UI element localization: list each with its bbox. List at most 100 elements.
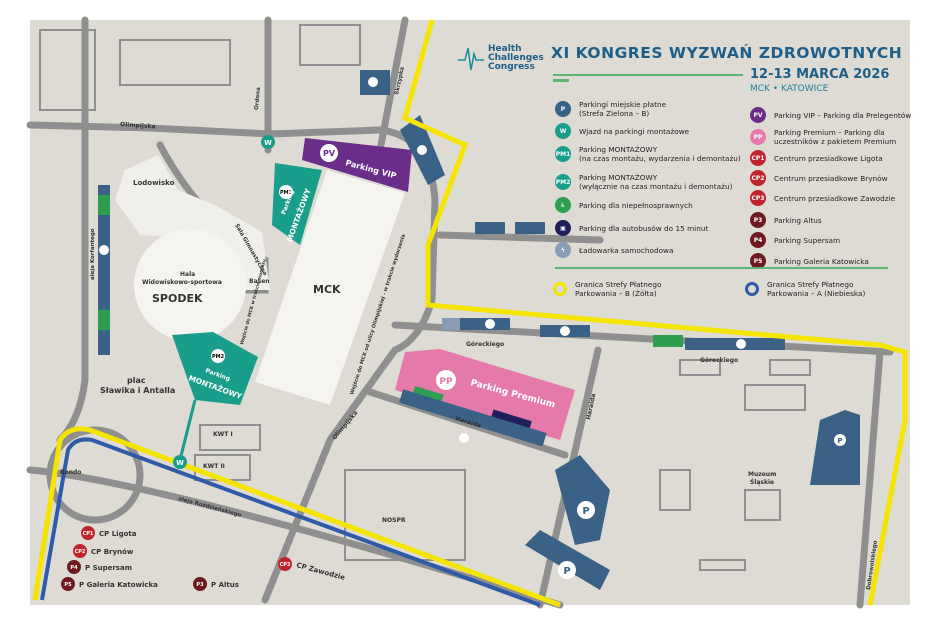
- svg-text:PV: PV: [323, 149, 336, 158]
- svg-text:Śląskie: Śląskie: [750, 479, 774, 486]
- legend-badge-icon: PM1: [555, 146, 571, 162]
- pm2-parking[interactable]: [172, 332, 258, 405]
- transfer-badge-icon: [73, 544, 87, 558]
- premium-parking[interactable]: [395, 349, 575, 440]
- zone-b-boundary: [402, 19, 908, 606]
- transfer-p5[interactable]: P5 P Galeria Katowicka: [61, 577, 158, 591]
- svg-text:SPODEK: SPODEK: [152, 292, 203, 305]
- svg-text:Góreckiego: Góreckiego: [700, 357, 738, 364]
- svg-text:W: W: [176, 459, 184, 467]
- legend-item: P4 Parking Supersam: [750, 232, 840, 248]
- legend-sublabel: (wyłącznie na czas montażu i demontażu): [579, 182, 733, 191]
- page-title: XI KONGRES WYZWAŃ ZDROWOTNYCH: [551, 44, 903, 62]
- svg-text:CP1: CP1: [83, 531, 94, 537]
- legend-label: Parking Altus: [774, 215, 822, 225]
- svg-text:Muzeum: Muzeum: [748, 471, 776, 478]
- svg-text:PP: PP: [439, 377, 453, 387]
- legend-item: W Wjazd na parkingi montażowe: [555, 123, 689, 139]
- event-place: MCK • KATOWICE: [750, 84, 829, 94]
- legend-badge-icon: ▣: [555, 220, 571, 236]
- svg-text:KWT I: KWT I: [213, 431, 233, 438]
- transfer-badge-icon: [278, 557, 292, 571]
- legend-sublabel: (Strefa Zielona – B): [579, 109, 650, 118]
- lodowisko-building: [115, 155, 270, 290]
- heartbeat-icon: [458, 47, 484, 71]
- svg-text:Rondo: Rondo: [60, 469, 81, 476]
- legend-label: Wjazd na parkingi montażowe: [579, 126, 690, 136]
- svg-text:P5: P5: [64, 582, 72, 588]
- legend-badge-icon: W: [555, 123, 571, 139]
- legend-badge-icon: PP: [750, 129, 766, 145]
- legend-item: P3 Parking Altus: [750, 212, 822, 228]
- legend-label: Parking Galeria Katowicka: [774, 256, 869, 266]
- transfer-badge-icon: [61, 577, 75, 591]
- transfer-p4[interactable]: P4 P Supersam: [67, 560, 132, 574]
- svg-text:Hala: Hala: [180, 271, 195, 278]
- svg-text:Góreckiego: Góreckiego: [466, 341, 504, 348]
- transfer-cp1[interactable]: CP1 CP Ligota: [81, 526, 137, 540]
- legend-label: Parking dla autobusów do 15 minut: [579, 223, 709, 233]
- svg-text:P Supersam: P Supersam: [85, 564, 132, 572]
- legend-item: ▣ Parking dla autobusów do 15 minut: [555, 220, 708, 236]
- legend-label: Parking MONTAŻOWY: [579, 145, 658, 154]
- svg-text:P4: P4: [70, 565, 78, 571]
- transfer-badge-icon: [81, 526, 95, 540]
- legend-label: Parkingi miejskie płatne: [579, 100, 667, 109]
- legend-badge-icon: P5: [750, 253, 766, 269]
- legend-badge-icon: PM2: [555, 174, 571, 190]
- transfer-badge-icon: [67, 560, 81, 574]
- svg-text:Sławika i Antalla: Sławika i Antalla: [100, 386, 175, 395]
- legend-label: Parking dla niepełnosprawnych: [579, 200, 693, 210]
- legend-label: Centrum przesiadkowe Brynów: [774, 173, 888, 183]
- legend-badge-icon: P: [555, 101, 571, 117]
- zone-ring-icon: [553, 282, 567, 296]
- svg-text:Ordona: Ordona: [254, 87, 262, 110]
- svg-text:CP Ligota: CP Ligota: [99, 530, 137, 538]
- svg-text:MCK: MCK: [313, 283, 341, 296]
- buildings: [39, 24, 811, 571]
- pm1-parking[interactable]: [272, 163, 322, 245]
- legend-item: P5 Parking Galeria Katowicka: [750, 253, 869, 269]
- svg-text:Skrzypka: Skrzypka: [394, 66, 406, 95]
- legend-item: PV Parking VIP – Parking dla Prelegentów: [750, 107, 911, 123]
- svg-text:CP2: CP2: [75, 549, 86, 555]
- svg-text:P Altus: P Altus: [211, 581, 239, 589]
- legend-sublabel: uczestników z pakietem Premium: [774, 137, 897, 146]
- city-parking-lots[interactable]: [98, 70, 860, 590]
- legend-item: PM1 Parking MONTAŻOWY(na czas montażu, wy…: [555, 145, 741, 163]
- map-badges[interactable]: PV W W PM1 PM2 PP P P P: [99, 77, 846, 579]
- legend-item: P Parkingi miejskie płatne(Strefa Zielona…: [555, 100, 666, 118]
- svg-text:P: P: [563, 566, 570, 577]
- legend-badge-icon: P4: [750, 232, 766, 248]
- legend-label: Centrum przesiadkowe Ligota: [774, 153, 883, 163]
- legend-label: Parking VIP – Parking dla Prelegentów: [774, 110, 912, 120]
- legend-label: Parking Premium – Parking dla: [774, 128, 885, 137]
- svg-text:P Galeria Katowicka: P Galeria Katowicka: [79, 581, 158, 589]
- mck-building: [255, 170, 405, 405]
- svg-text:P3: P3: [196, 582, 204, 588]
- legend-sublabel: (na czas montażu, wydarzenia i demontażu…: [579, 154, 741, 163]
- svg-text:KWT II: KWT II: [203, 463, 225, 470]
- svg-text:aleja Korfantego: aleja Korfantego: [90, 228, 96, 280]
- svg-text:NOSPR: NOSPR: [382, 517, 406, 524]
- svg-text:plac: plac: [127, 376, 146, 385]
- transfer-p3[interactable]: P3 P Altus: [193, 577, 239, 591]
- legend-label: Parking Supersam: [774, 235, 841, 245]
- legend-badge-icon: PV: [750, 107, 766, 123]
- legend-badge-icon: P3: [750, 212, 766, 228]
- svg-text:Basen: Basen: [249, 278, 270, 285]
- event-date: 12-13 MARCA 2026: [750, 67, 890, 82]
- svg-text:P: P: [582, 506, 589, 517]
- legend-badge-icon: ♿: [555, 197, 571, 213]
- legend-badge-icon: CP3: [750, 190, 766, 206]
- svg-text:W: W: [264, 139, 272, 147]
